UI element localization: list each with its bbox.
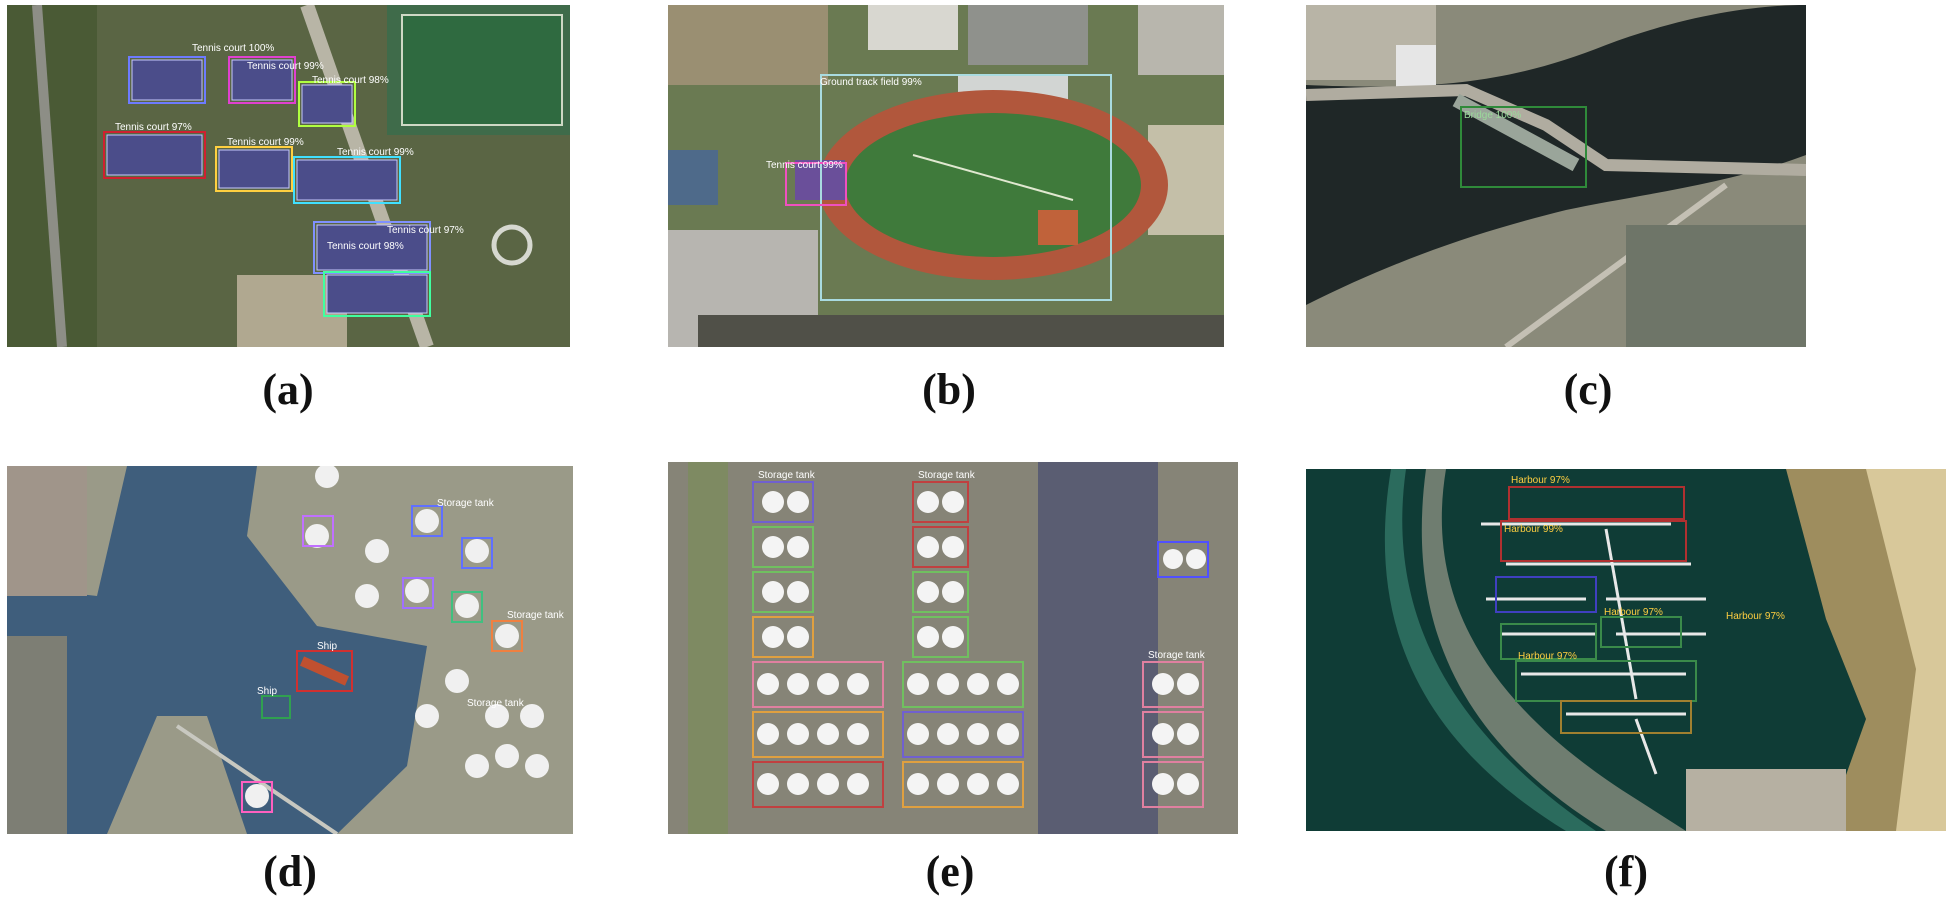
detection-label: Tennis court 97% xyxy=(387,225,464,236)
caption-f: (f) xyxy=(1604,847,1648,896)
detection-label: Tennis court 98% xyxy=(312,75,389,86)
detection-label: Harbour 97% xyxy=(1604,607,1663,618)
detection-label: Tennis court 97% xyxy=(115,122,192,133)
detection-label: Ship xyxy=(257,686,277,697)
detection-label: Tennis court 99% xyxy=(766,160,843,171)
detection-label: Ground track field 99% xyxy=(820,77,922,88)
caption-d: (d) xyxy=(263,847,317,896)
detection-label: Tennis court 99% xyxy=(337,147,414,158)
caption-a: (a) xyxy=(262,365,314,414)
detection-label: Ship xyxy=(317,641,337,652)
detection-label: Harbour 97% xyxy=(1726,611,1785,622)
detection-label: Harbour 97% xyxy=(1511,475,1570,486)
detection-label: Storage tank xyxy=(918,470,976,481)
detection-label: Storage tank xyxy=(1148,650,1206,661)
detection-label: Tennis court 98% xyxy=(327,241,404,252)
panel-d-image: Storage tank Storage tank Storage tank S… xyxy=(7,466,573,834)
panel-b-image: Ground track field 99% Tennis court 99% xyxy=(668,5,1224,347)
detection-label: Tennis court 100% xyxy=(192,43,274,54)
caption-c: (c) xyxy=(1563,365,1613,414)
detection-label: Storage tank xyxy=(758,470,816,481)
caption-e: (e) xyxy=(925,847,975,896)
detection-label: Storage tank xyxy=(467,698,525,709)
panel-c-image: Bridge 100% xyxy=(1306,5,1806,347)
detection-label: Storage tank xyxy=(437,498,495,509)
detection-label: Harbour 97% xyxy=(1518,651,1577,662)
detection-label: Tennis court 99% xyxy=(227,137,304,148)
detection-label: Storage tank xyxy=(507,610,565,621)
caption-b: (b) xyxy=(922,365,976,414)
detection-label: Harbour 99% xyxy=(1504,524,1563,535)
panel-e-image: Storage tank Storage tank Storage tank xyxy=(668,462,1238,834)
detection-label: Tennis court 99% xyxy=(247,61,324,72)
detection-label: Bridge 100% xyxy=(1464,110,1521,121)
panel-a-image: Tennis court 100% Tennis court 99% Tenni… xyxy=(7,5,570,347)
panel-f-image: Harbour 97% Harbour 99% Harbour 97% Harb… xyxy=(1306,469,1946,831)
